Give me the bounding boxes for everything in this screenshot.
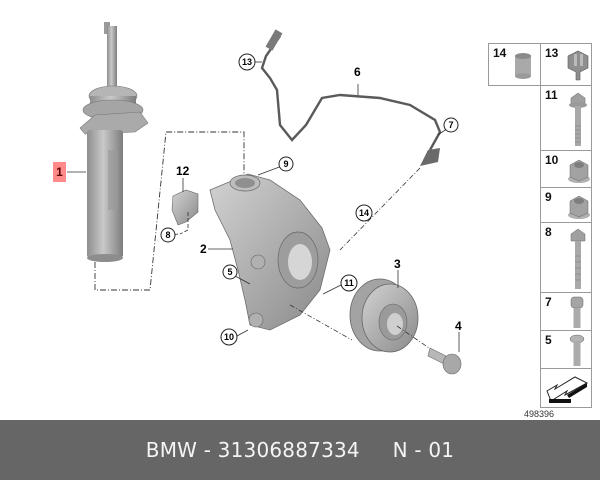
callout-7: 7 [443,117,459,133]
legend-cell-5: 5 [540,330,592,369]
callout-6: 6 [354,65,361,79]
svg-text:8: 8 [165,230,170,240]
steering-knuckle [209,173,331,331]
svg-text:9: 9 [283,159,288,169]
callout-13: 13 [238,53,256,71]
socket-cap-screw-icon [570,296,584,328]
legend-cell-9: 9 [540,187,592,223]
hardware-legend: 14 13 11 10 9 8 7 5 [488,43,592,408]
diagram-reference-number: 498396 [524,409,555,419]
direction-arrow-icon [546,376,589,403]
svg-text:7: 7 [448,120,453,130]
legend-cell-10: 10 [540,150,592,188]
bracket-part [171,189,199,226]
callout-1-highlighted: 1 [53,162,66,182]
part-number-caption: BMW - 31306887334 N - 01 [145,438,455,462]
footer-bar: BMW - 31306887334 N - 01 [0,420,600,480]
hex-flange-nut-icon [568,195,590,219]
svg-text:11: 11 [344,278,354,288]
callout-10: 10 [220,328,238,346]
svg-text:5: 5 [227,267,232,277]
legend-cell-8: 8 [540,222,592,293]
legend-cell-7: 7 [540,292,592,331]
callout-11: 11 [340,274,358,292]
hex-bolt-long-icon [570,228,586,289]
callout-4: 4 [455,319,462,333]
abs-sensor-cable [260,29,442,166]
torx-pan-screw-icon [569,334,585,366]
collar-bolt [427,347,462,375]
callout-2: 2 [200,242,207,256]
wheel-hub [349,278,419,353]
parts-diagram: 2 3 4 6 12 5 7 8 9 10 11 13 14 [67,22,462,375]
callout-14: 14 [355,204,373,222]
legend-cell-11: 11 [540,85,592,151]
svg-text:10: 10 [224,332,234,342]
legend-cell-14: 14 [488,43,541,86]
svg-text:13: 13 [242,57,252,67]
callout-3: 3 [394,257,401,271]
hex-flange-nut-icon [568,159,590,183]
legend-cell-13: 13 [540,43,592,86]
hex-flange-bolt-icon [569,92,587,146]
callout-5: 5 [222,264,238,280]
cable-clip-icon [567,50,589,81]
legend-cell-arrow [540,368,592,408]
callout-8: 8 [160,227,176,243]
shock-absorber-strut [79,22,149,262]
bushing-sleeve-icon [515,53,531,79]
callout-9: 9 [278,156,294,172]
callout-12: 12 [176,164,190,178]
svg-text:14: 14 [359,208,369,218]
